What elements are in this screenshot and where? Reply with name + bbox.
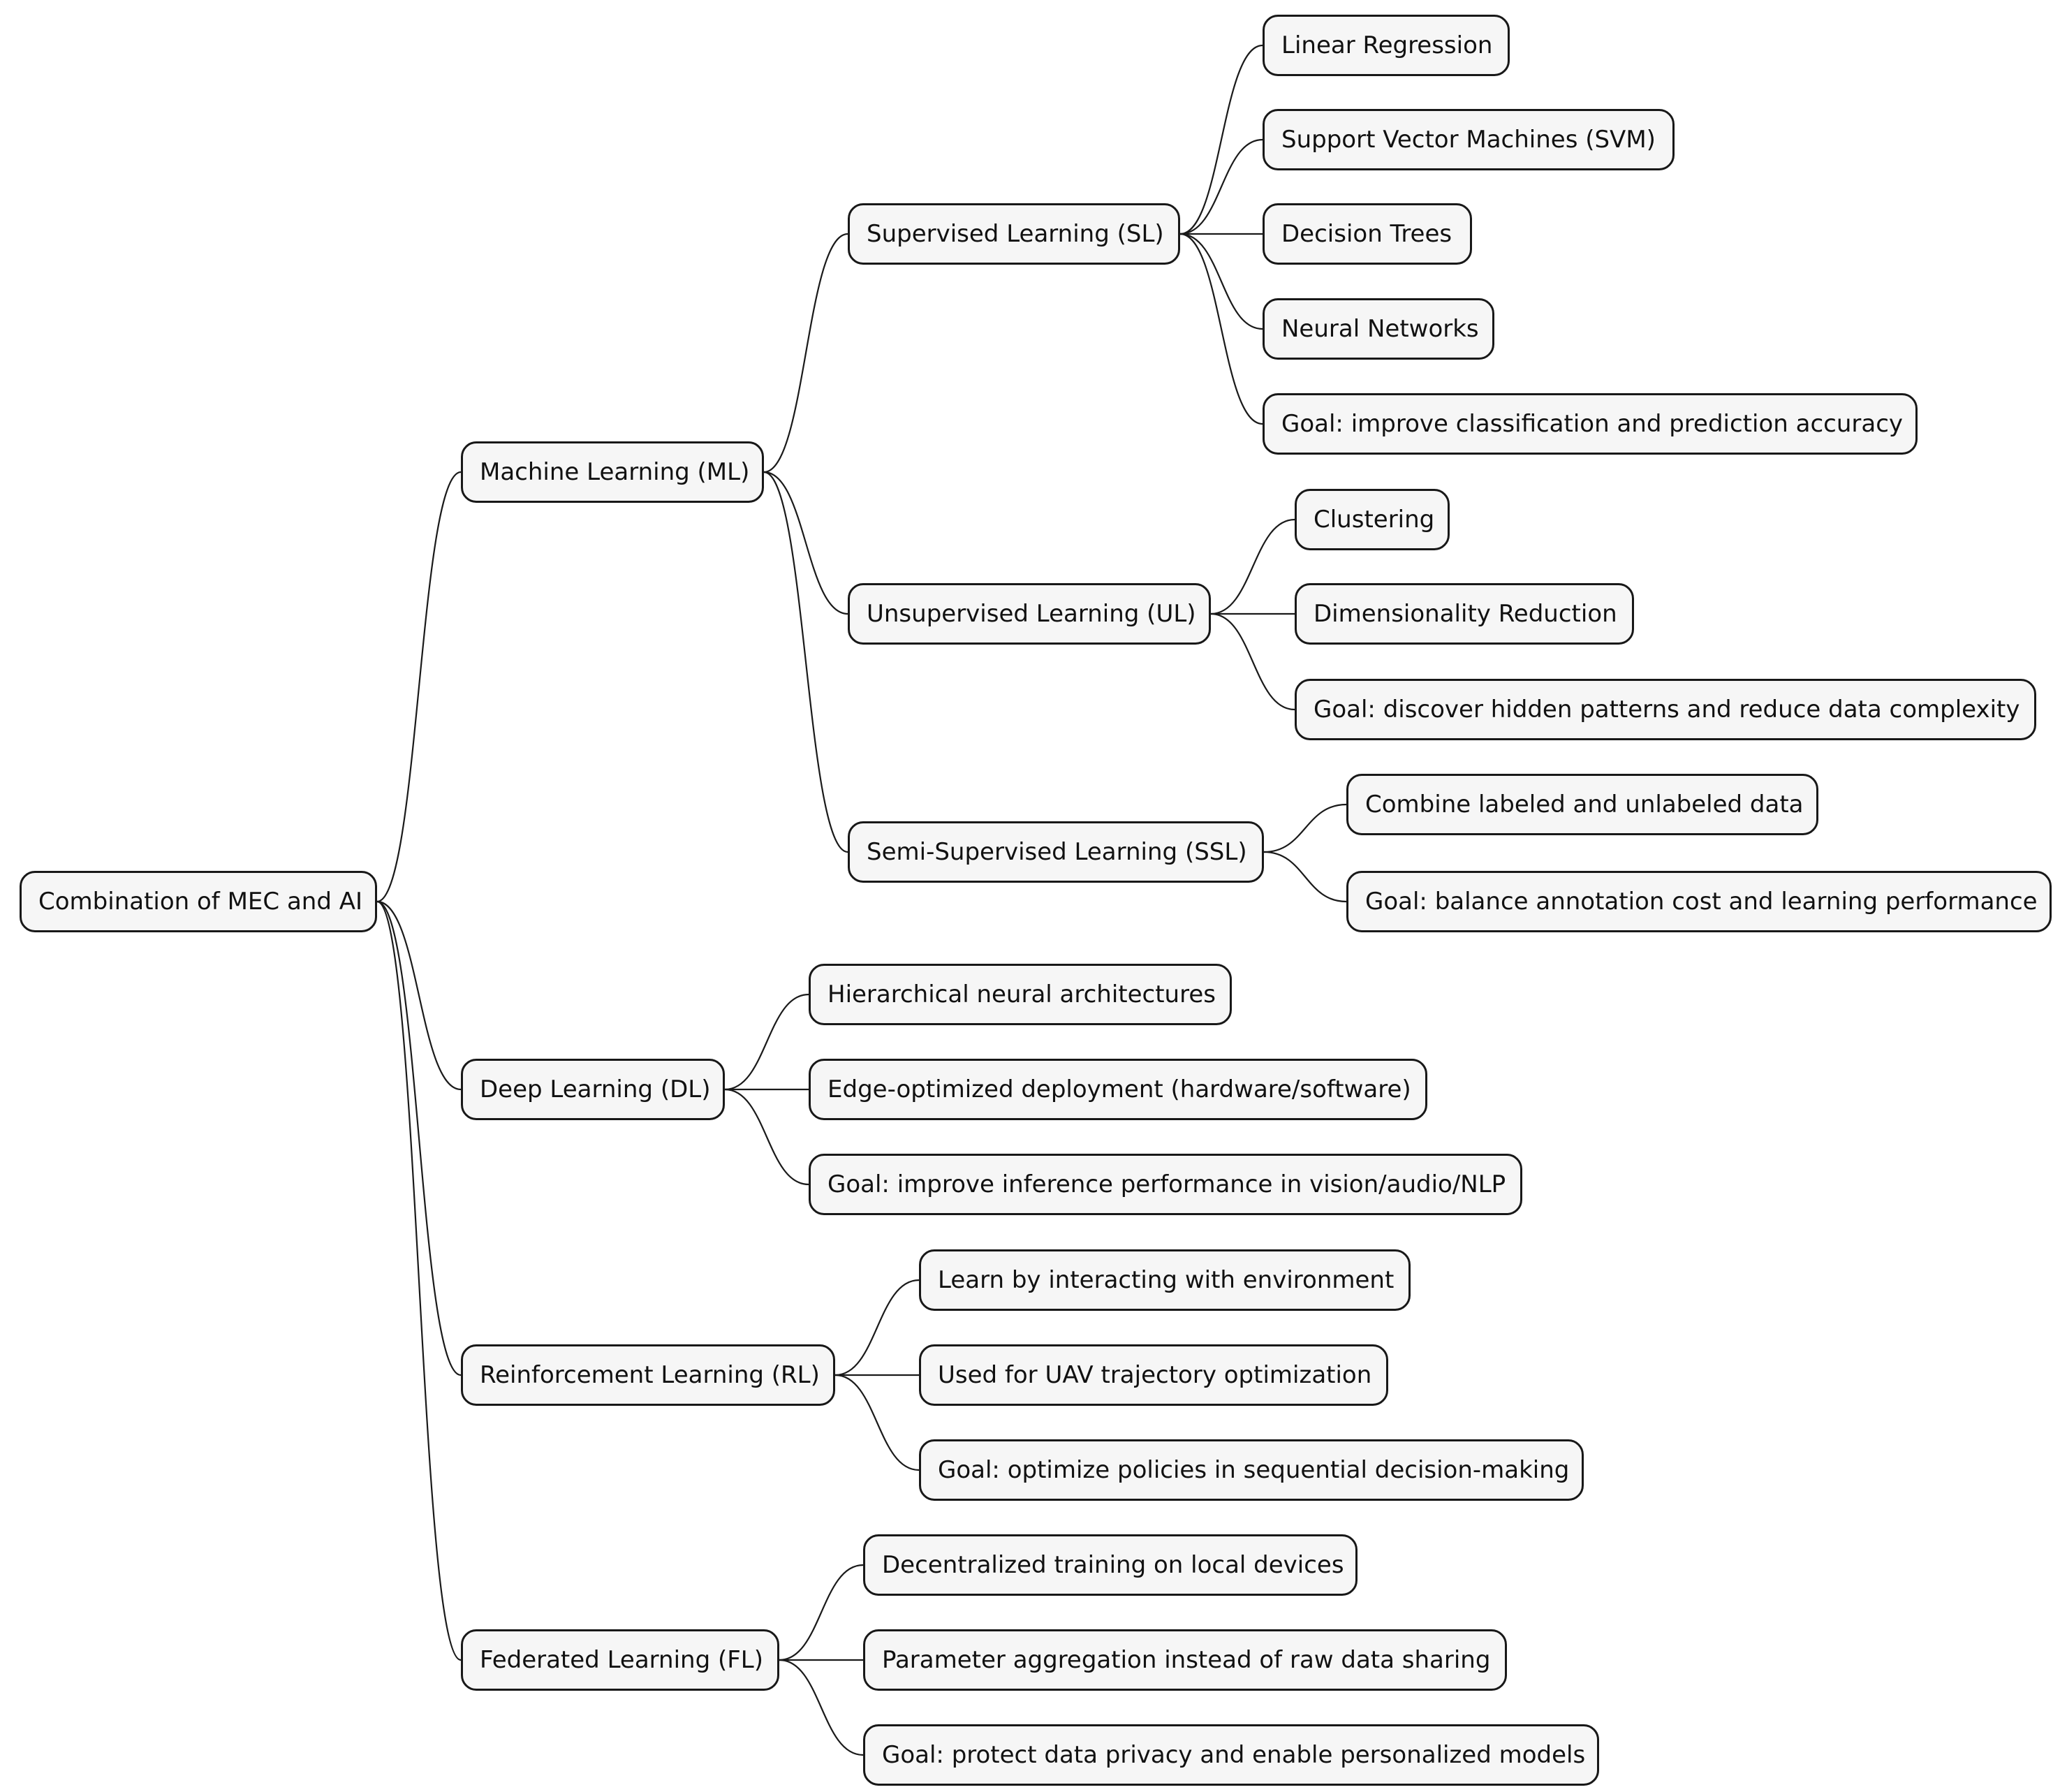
root-node: Combination of MEC and AI (20, 871, 377, 932)
edge-dl-dl3 (724, 1088, 809, 1186)
edge-fl-fl1 (779, 1564, 864, 1661)
node-reinforcement-learning: Reinforcement Learning (RL) (461, 1344, 835, 1406)
node-deep-learning: Deep Learning (DL) (461, 1059, 725, 1120)
edge-sl-sl5 (1179, 233, 1263, 425)
edge-sl-sl4 (1179, 233, 1263, 330)
edge-sl-sl2 (1179, 138, 1263, 235)
edge-root-dl (376, 900, 462, 1091)
edge-ssl-ssl2 (1263, 851, 1347, 903)
edge-root-ml (376, 471, 462, 903)
edge-dl-dl1 (724, 993, 809, 1091)
node-semi-supervised-learning: Semi-Supervised Learning (SSL) (848, 821, 1264, 883)
leaf-neural-networks: Neural Networks (1263, 298, 1494, 360)
leaf-dimensionality-reduction: Dimensionality Reduction (1295, 583, 1634, 645)
leaf-ssl-goal: Goal: balance annotation cost and learni… (1346, 871, 2052, 932)
edge-ul-ul1 (1210, 518, 1295, 615)
edge-root-rl (376, 900, 462, 1376)
leaf-parameter-aggregation: Parameter aggregation instead of raw dat… (863, 1629, 1507, 1691)
leaf-decision-trees: Decision Trees (1263, 203, 1472, 265)
leaf-support-vector-machines: Support Vector Machines (SVM) (1263, 109, 1675, 170)
node-federated-learning: Federated Learning (FL) (461, 1629, 779, 1691)
edge-rl-rl3 (834, 1374, 920, 1471)
leaf-sl-goal: Goal: improve classification and predict… (1263, 393, 1918, 455)
edge-root-fl (376, 900, 462, 1661)
leaf-rl-goal: Goal: optimize policies in sequential de… (919, 1439, 1584, 1501)
leaf-hierarchical-architectures: Hierarchical neural architectures (809, 964, 1232, 1025)
node-machine-learning: Machine Learning (ML) (461, 441, 764, 503)
leaf-learn-by-interacting: Learn by interacting with environment (919, 1249, 1411, 1311)
leaf-clustering: Clustering (1295, 489, 1450, 550)
node-supervised-learning: Supervised Learning (SL) (848, 203, 1180, 265)
leaf-edge-optimized-deployment: Edge-optimized deployment (hardware/soft… (809, 1059, 1427, 1120)
edge-ml-ssl (763, 471, 848, 853)
leaf-combine-labeled-unlabeled: Combine labeled and unlabeled data (1346, 774, 1818, 835)
edge-fl-fl3 (779, 1659, 864, 1756)
leaf-linear-regression: Linear Regression (1263, 15, 1510, 76)
leaf-uav-trajectory: Used for UAV trajectory optimization (919, 1344, 1388, 1406)
edge-ml-ul (763, 471, 848, 615)
leaf-ul-goal: Goal: discover hidden patterns and reduc… (1295, 679, 2036, 740)
node-unsupervised-learning: Unsupervised Learning (UL) (848, 583, 1211, 645)
edge-rl-rl1 (834, 1279, 920, 1376)
edge-sl-sl1 (1179, 44, 1263, 235)
edge-ssl-ssl1 (1263, 803, 1347, 853)
edge-ul-ul3 (1210, 612, 1295, 711)
leaf-decentralized-training: Decentralized training on local devices (863, 1534, 1358, 1596)
edge-ml-sl (763, 233, 848, 473)
leaf-dl-goal: Goal: improve inference performance in v… (809, 1154, 1522, 1215)
leaf-fl-goal: Goal: protect data privacy and enable pe… (863, 1724, 1599, 1786)
